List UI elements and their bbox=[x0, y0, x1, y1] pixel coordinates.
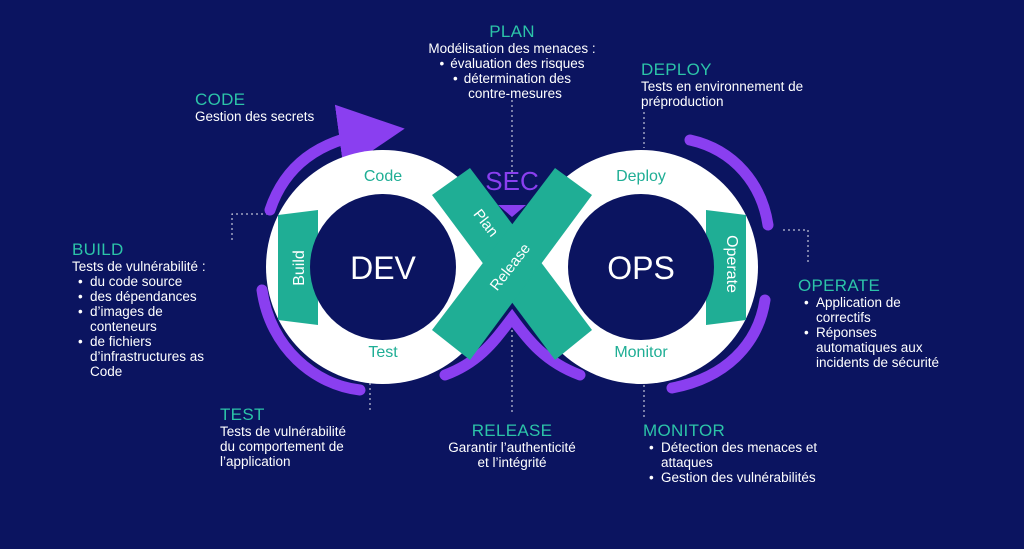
list-item-continuation: correctifs bbox=[816, 310, 871, 325]
annotation-build-title: BUILD bbox=[72, 240, 124, 259]
annotation-monitor-title: MONITOR bbox=[643, 421, 726, 440]
purple-arcs bbox=[256, 104, 774, 396]
list-item-continuation: automatiques aux bbox=[816, 340, 923, 355]
sec-label: SEC bbox=[485, 166, 538, 196]
arc-top-right bbox=[684, 134, 774, 231]
stage-build: Build bbox=[291, 250, 308, 286]
stage-test: Test bbox=[368, 344, 398, 361]
arc-bottom-middle bbox=[439, 308, 586, 381]
list-item-continuation: conteneurs bbox=[90, 319, 157, 334]
arc-top-left bbox=[264, 104, 405, 216]
arc-bottom-right bbox=[666, 294, 771, 394]
list-item-continuation: Code bbox=[90, 364, 123, 379]
annotation-operate-list: Application de correctifs Réponses autom… bbox=[798, 295, 939, 370]
stage-operate: Operate bbox=[723, 235, 740, 293]
annotation-plan-intro: Modélisation des menaces : bbox=[428, 41, 596, 56]
list-item: Application de bbox=[798, 295, 939, 310]
annotation-operate-title: OPERATE bbox=[798, 276, 881, 295]
annotation-deploy-line: Tests en environnement de bbox=[641, 79, 804, 94]
list-item: Détection des menaces et bbox=[643, 440, 817, 455]
annotation-test-line: du comportement de bbox=[220, 439, 344, 454]
infinity-holes bbox=[310, 194, 714, 340]
annotation-plan-list: évaluation des risques détermination des… bbox=[362, 56, 662, 101]
annotation-plan: PLAN Modélisation des menaces : évaluati… bbox=[362, 22, 662, 101]
annotation-test: TEST Tests de vulnérabilité du comportem… bbox=[220, 405, 346, 469]
teal-band bbox=[278, 168, 746, 360]
list-item: de fichiers bbox=[72, 334, 206, 349]
list-item: Gestion des vulnérabilités bbox=[643, 470, 817, 485]
annotation-code: CODE Gestion des secrets bbox=[195, 90, 314, 124]
stage-deploy: Deploy bbox=[616, 168, 666, 185]
annotation-monitor-list: Détection des menaces et attaques Gestio… bbox=[643, 440, 817, 485]
annotation-test-title: TEST bbox=[220, 405, 265, 424]
list-item-continuation: contre-mesures bbox=[468, 86, 562, 101]
list-item: des dépendances bbox=[72, 289, 206, 304]
arc-bottom-left bbox=[256, 284, 366, 396]
annotation-deploy: DEPLOY Tests en environnement de préprod… bbox=[641, 60, 803, 109]
dev-label: DEV bbox=[350, 250, 416, 286]
annotation-release-line: et l’intégrité bbox=[477, 455, 547, 470]
annotation-build-list: du code source des dépendances d’images … bbox=[72, 274, 206, 379]
list-item-continuation: attaques bbox=[661, 455, 713, 470]
annotation-build-intro: Tests de vulnérabilité : bbox=[72, 259, 206, 274]
annotation-monitor: MONITOR Détection des menaces et attaque… bbox=[643, 421, 817, 485]
list-item: détermination des bbox=[362, 71, 662, 86]
annotation-code-text: Gestion des secrets bbox=[195, 109, 315, 124]
annotation-test-line: l’application bbox=[220, 454, 291, 469]
annotation-release-line: Garantir l’authenticité bbox=[448, 440, 576, 455]
ops-label: OPS bbox=[607, 250, 675, 286]
list-item: du code source bbox=[72, 274, 206, 289]
sec-marker bbox=[498, 205, 526, 217]
annotation-deploy-line: préproduction bbox=[641, 94, 724, 109]
annotation-test-line: Tests de vulnérabilité bbox=[220, 424, 347, 439]
annotation-release-title: RELEASE bbox=[471, 421, 553, 440]
stage-code: Code bbox=[364, 168, 402, 185]
annotation-plan-title: PLAN bbox=[489, 22, 535, 41]
list-item-continuation: incidents de sécurité bbox=[816, 355, 940, 370]
list-item: évaluation des risques bbox=[362, 56, 662, 71]
annotation-operate: OPERATE Application de correctifs Répons… bbox=[798, 276, 939, 370]
list-item: d’images de bbox=[72, 304, 206, 319]
list-item: Réponses bbox=[798, 325, 939, 340]
stage-monitor: Monitor bbox=[614, 344, 668, 361]
annotation-code-title: CODE bbox=[195, 90, 246, 109]
annotation-release: RELEASE Garantir l’authenticité et l’int… bbox=[412, 421, 612, 470]
annotation-build: BUILD Tests de vulnérabilité : du code s… bbox=[72, 240, 206, 379]
list-item-continuation: d’infrastructures as bbox=[90, 349, 205, 364]
annotation-deploy-title: DEPLOY bbox=[641, 60, 712, 79]
